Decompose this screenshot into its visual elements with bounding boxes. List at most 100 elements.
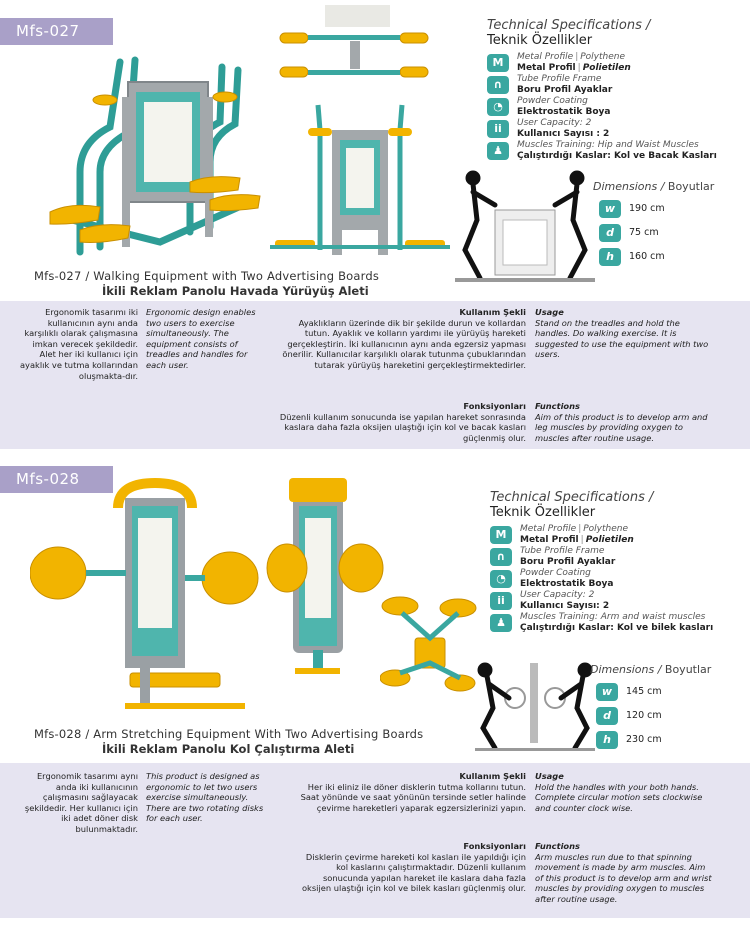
spec-en: Powder Coating [517,96,588,106]
spec-tr-b: Polietilen [582,63,631,73]
spec-capacity: ii User Capacity: 2 Kullanıcı Sayısı : 2 [487,118,750,140]
height-icon: h [596,731,618,749]
caption-en: Mfs-028 / Arm Stretching Equipment With … [34,727,424,741]
depth-icon: d [596,707,618,725]
spec-tr: Boru Profil Ayaklar [520,557,616,567]
dimensions-title-en: Dimensions / [590,663,662,676]
product-code-tab: Mfs-027 [0,18,113,45]
spec-en-b: Polythene [580,52,626,62]
product-code-tab: Mfs-028 [0,466,113,493]
spec-capacity: ii User Capacity: 2 Kullanıcı Sayısı: 2 [490,590,750,612]
arm-stretching-top-view [380,588,480,703]
material-icon: M [487,54,509,72]
spec-coating: ◔ Powder Coating Elektrostatik Boya [487,96,750,118]
width-icon: w [596,683,618,701]
dimension-value: 190 cm [629,203,665,214]
tube-frame-icon: ∩ [490,548,512,566]
dimension-value: 120 cm [626,710,662,721]
functions-en: Functions Arm muscles run due to that sp… [535,841,715,905]
usage-text-tr: Her iki eliniz ile döner disklerin tutma… [300,781,526,813]
caption-tr: İkili Reklam Panolu Kol Çalıştırma Aleti [102,742,355,756]
spec-en: Muscles Training: Hip and Waist Muscles [517,140,699,150]
spec-tr-a: Metal Profil [520,535,579,545]
dimension-value: 160 cm [629,251,665,262]
usage-en: Usage Stand on the treadles and hold the… [535,307,710,360]
arm-stretching-front-view [265,478,395,678]
usage-text-en: Stand on the treadles and hold the handl… [535,317,709,360]
functions-text-en: Arm muscles run due to that spinning mov… [535,851,712,904]
description-tr: Ergonomik tasarımı iki kullanıcının aynı… [19,307,138,381]
description-en: Ergonomic design enables two users to ex… [146,307,256,370]
spec-tr-a: Metal Profil [517,63,576,73]
caption-tr: İkili Reklam Panolu Havada Yürüyüş Aleti [102,284,369,298]
spec-en-a: Metal Profile [517,52,574,62]
spec-tr: Boru Profil Ayaklar [517,85,613,95]
spec-tr-b: Polietilen [585,535,634,545]
tube-frame-icon: ∩ [487,76,509,94]
functions-text-en: Aim of this product is to develop arm an… [535,411,708,443]
dimension-height: h 160 cm [593,247,714,269]
product-caption: Mfs-028 / Arm Stretching Equipment With … [34,727,423,756]
spec-en: Muscles Training: Arm and waist muscles [520,612,706,622]
dimension-value: 75 cm [629,227,659,238]
specs-subtitle: Teknik Özellikler [490,505,596,520]
functions-tr: Fonksiyonları Düzenli kullanım sonucunda… [274,401,526,443]
description-band: Ergonomik tasarımı aynı anda iki kullanı… [0,763,750,918]
usage-tr: Kullanım Şekli Ayaklıkların üzerinde dik… [274,307,526,371]
spec-material: M Metal Profile|Polythene Metal Profil|P… [487,52,750,74]
arm-stretching-illustration [30,478,260,713]
spec-en-b: Polythene [583,524,629,534]
spec-tr: Çalıştırdığı Kaslar: Kol ve Bacak Kaslar… [517,151,717,161]
depth-icon: d [599,224,621,242]
functions-en: Functions Aim of this product is to deve… [535,401,715,443]
specs-title: Technical Specifications / [487,18,651,33]
functions-text-tr: Düzenli kullanım sonucunda ise yapılan h… [279,411,526,443]
usage-en: Usage Hold the handles with your both ha… [535,771,715,813]
spec-tr: Kullanıcı Sayısı : 2 [517,129,610,139]
coating-icon: ◔ [487,98,509,116]
product-section-mfs-028: Mfs-028 [0,463,750,930]
usage-silhouette-illustration [475,658,595,753]
width-icon: w [599,200,621,218]
usage-tr: Kullanım Şekli Her iki eliniz ile döner … [300,771,526,813]
material-icon: M [490,526,512,544]
functions-heading-en: Functions [535,401,580,411]
spec-muscles: ♟ Muscles Training: Hip and Waist Muscle… [487,140,750,162]
specs-subtitle: Teknik Özellikler [487,33,593,48]
spec-muscles: ♟ Muscles Training: Arm and waist muscle… [490,612,750,634]
spec-en-a: Metal Profile [520,524,577,534]
muscle-icon: ♟ [487,142,509,160]
technical-specifications: Technical Specifications / Teknik Özelli… [490,490,750,634]
spec-tr: Elektrostatik Boya [520,579,614,589]
product-caption: Mfs-027 / Walking Equipment with Two Adv… [34,269,379,298]
height-icon: h [599,248,621,266]
spec-en: Tube Profile Frame [517,74,602,84]
dimensions-title-en: Dimensions / [593,180,665,193]
usage-text-en: Hold the handles with your both hands. C… [535,781,703,813]
technical-specifications: Technical Specifications / Teknik Özelli… [487,18,750,162]
usage-heading-en: Usage [535,307,564,317]
usage-heading-tr: Kullanım Şekli [459,307,526,317]
product-section-mfs-027: Mfs-027 [0,0,750,463]
functions-tr: Fonksiyonları Disklerin çevirme hareketi… [300,841,526,894]
description-band: Ergonomik tasarımı iki kullanıcının aynı… [0,301,750,449]
muscle-icon: ♟ [490,614,512,632]
walking-equipment-illustration [40,42,270,267]
usage-silhouette-illustration [455,170,595,285]
dimension-width: w 190 cm [593,199,714,221]
dimension-depth: d 75 cm [593,223,714,245]
spec-tr: Çalıştırdığı Kaslar: Kol ve bilek kaslar… [520,623,714,633]
spec-tr: Elektrostatik Boya [517,107,611,117]
spec-en: Tube Profile Frame [520,546,605,556]
spec-en: User Capacity: 2 [517,118,592,128]
dimensions-title-tr: Boyutlar [667,180,715,193]
dimensions-title-tr: Boyutlar [664,663,712,676]
spec-en: Powder Coating [520,568,591,578]
users-icon: ii [490,592,512,610]
dimension-depth: d 120 cm [590,706,711,728]
functions-heading-tr: Fonksiyonları [463,401,526,411]
spec-material: M Metal Profile|Polythene Metal Profil|P… [490,524,750,546]
spec-frame: ∩ Tube Profile Frame Boru Profil Ayaklar [490,546,750,568]
